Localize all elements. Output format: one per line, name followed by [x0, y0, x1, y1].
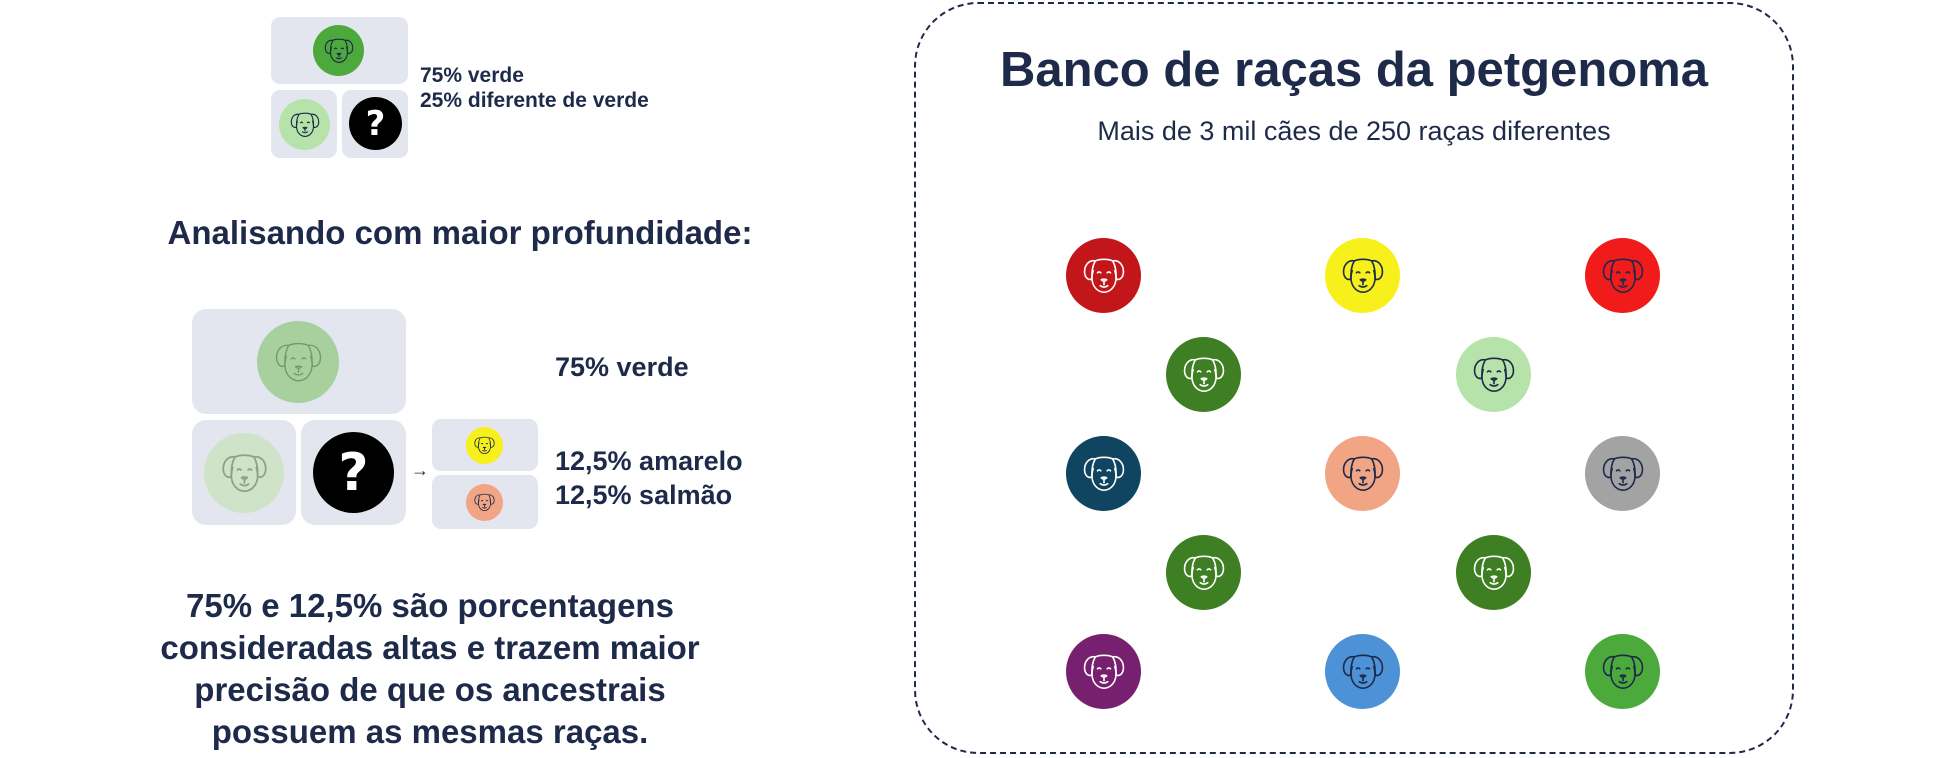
- conclusion-line-1: 75% e 12,5% são porcentagens: [186, 587, 674, 624]
- breed-bank-panel: [914, 2, 1794, 754]
- dog-icon: [1456, 535, 1531, 610]
- dog-icon: [1585, 436, 1660, 511]
- dog-icon: [466, 427, 503, 464]
- dog-icon: [1325, 634, 1400, 709]
- dog-icon: [1585, 238, 1660, 313]
- conclusion-line-4: possuem as mesmas raças.: [211, 713, 649, 750]
- dog-icon: [313, 25, 364, 76]
- unknown-breed-icon: ?: [349, 97, 402, 150]
- deep-label-salmon: 12,5% salmão: [555, 480, 733, 510]
- section-heading: Analisando com maior profundidade:: [167, 214, 753, 251]
- dog-icon: [1066, 634, 1141, 709]
- dog-icon: [1325, 238, 1400, 313]
- arrow-right-icon: →: [411, 460, 429, 480]
- unknown-breed-icon: ?: [313, 432, 394, 513]
- dog-icon: [257, 321, 339, 403]
- dog-icon: [279, 99, 330, 150]
- dog-icon: [1166, 535, 1241, 610]
- bank-subtitle: Mais de 3 mil cães de 250 raças diferent…: [1097, 116, 1611, 146]
- dog-icon: [204, 433, 284, 513]
- dog-icon: [1066, 238, 1141, 313]
- dog-icon: [1325, 436, 1400, 511]
- question-mark: ?: [365, 103, 386, 144]
- question-mark: ?: [338, 442, 369, 503]
- conclusion-line-2: consideradas altas e trazem maior: [160, 629, 700, 666]
- dog-icon: [1585, 634, 1660, 709]
- deep-label-green: 75% verde: [555, 352, 689, 382]
- top-label-different: 25% diferente de verde: [420, 89, 649, 112]
- dog-icon: [1166, 337, 1241, 412]
- conclusion-line-3: precisão de que os ancestrais: [194, 671, 666, 708]
- dog-icon: [466, 484, 503, 521]
- dog-icon: [1456, 337, 1531, 412]
- dog-icon: [1066, 436, 1141, 511]
- bank-title: Banco de raças da petgenoma: [999, 43, 1708, 97]
- deep-label-yellow: 12,5% amarelo: [555, 446, 743, 476]
- top-label-green: 75% verde: [420, 64, 524, 87]
